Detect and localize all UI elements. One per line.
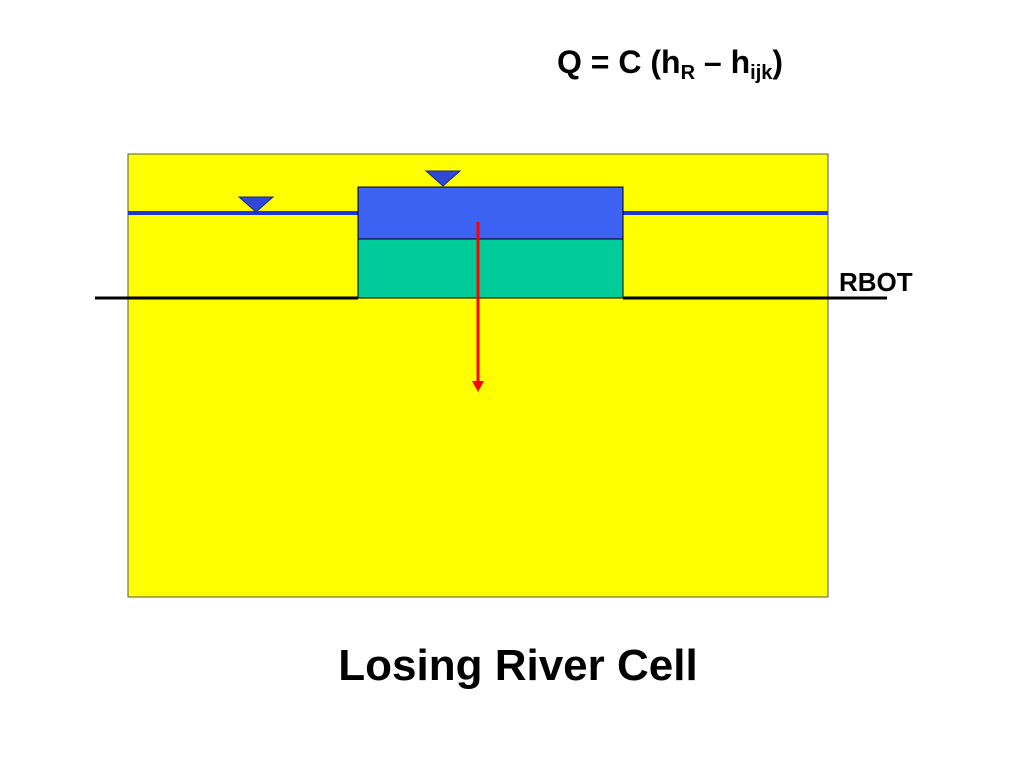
caption-text: Losing River Cell (338, 641, 698, 690)
equation-close: ) (772, 44, 784, 80)
equation-middle: – h (695, 44, 751, 80)
equation: Q = C (hR – hijk) (557, 44, 783, 85)
equation-subscript-ijk: ijk (750, 62, 773, 84)
flow-arrow-head-icon (472, 381, 484, 392)
diagram-caption: Losing River Cell (0, 641, 1024, 691)
equation-lhs: Q = C (h (557, 44, 681, 80)
rbot-label: RBOT (839, 267, 913, 297)
river-water (357, 186, 624, 240)
riverbed-layer (357, 238, 624, 299)
water-table-marker-icon (237, 196, 275, 213)
equation-subscript-r: R (680, 62, 696, 84)
river-stage-marker-icon (424, 170, 462, 187)
